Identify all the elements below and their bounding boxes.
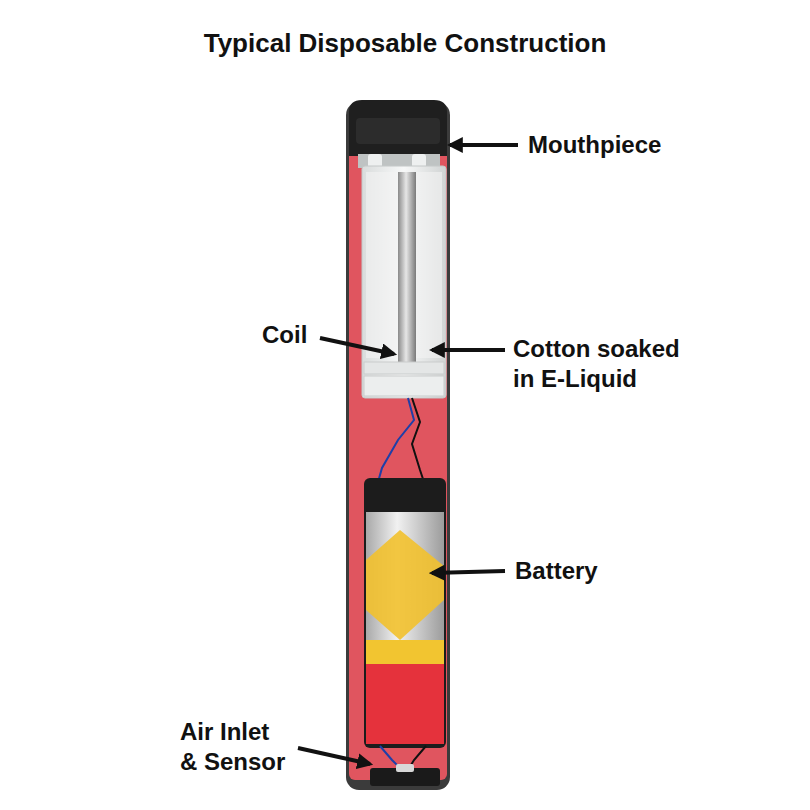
part-label: Cotton soaked in E-Liquid bbox=[513, 334, 693, 394]
leader-arrow bbox=[450, 143, 518, 147]
sensor bbox=[396, 764, 414, 772]
mouthpiece-detail bbox=[356, 118, 440, 144]
device-body bbox=[349, 140, 447, 780]
leader-arrow bbox=[298, 748, 370, 764]
wire-blue bbox=[378, 398, 414, 482]
battery-wrap bbox=[366, 512, 444, 642]
part-label: Battery bbox=[515, 556, 598, 586]
leader-arrow bbox=[432, 571, 505, 573]
leader-arrow bbox=[320, 338, 394, 354]
mouthpiece-cap bbox=[349, 100, 447, 156]
coil-tube bbox=[398, 172, 416, 362]
part-label: Air Inlet & Sensor bbox=[180, 717, 292, 777]
tank-seal bbox=[364, 362, 444, 374]
battery-cell bbox=[364, 478, 446, 748]
leader-arrow bbox=[432, 348, 505, 352]
part-label: Coil bbox=[262, 320, 307, 350]
tank-base bbox=[364, 376, 444, 396]
device-shell bbox=[346, 102, 450, 790]
part-label: Mouthpiece bbox=[528, 130, 661, 160]
battery-base bbox=[366, 664, 444, 744]
battery-band bbox=[366, 640, 444, 666]
battery-label-pattern bbox=[366, 530, 444, 640]
wire-black bbox=[412, 398, 424, 482]
diagram-title: Typical Disposable Construction bbox=[0, 28, 810, 59]
liquid-tank bbox=[362, 166, 446, 398]
